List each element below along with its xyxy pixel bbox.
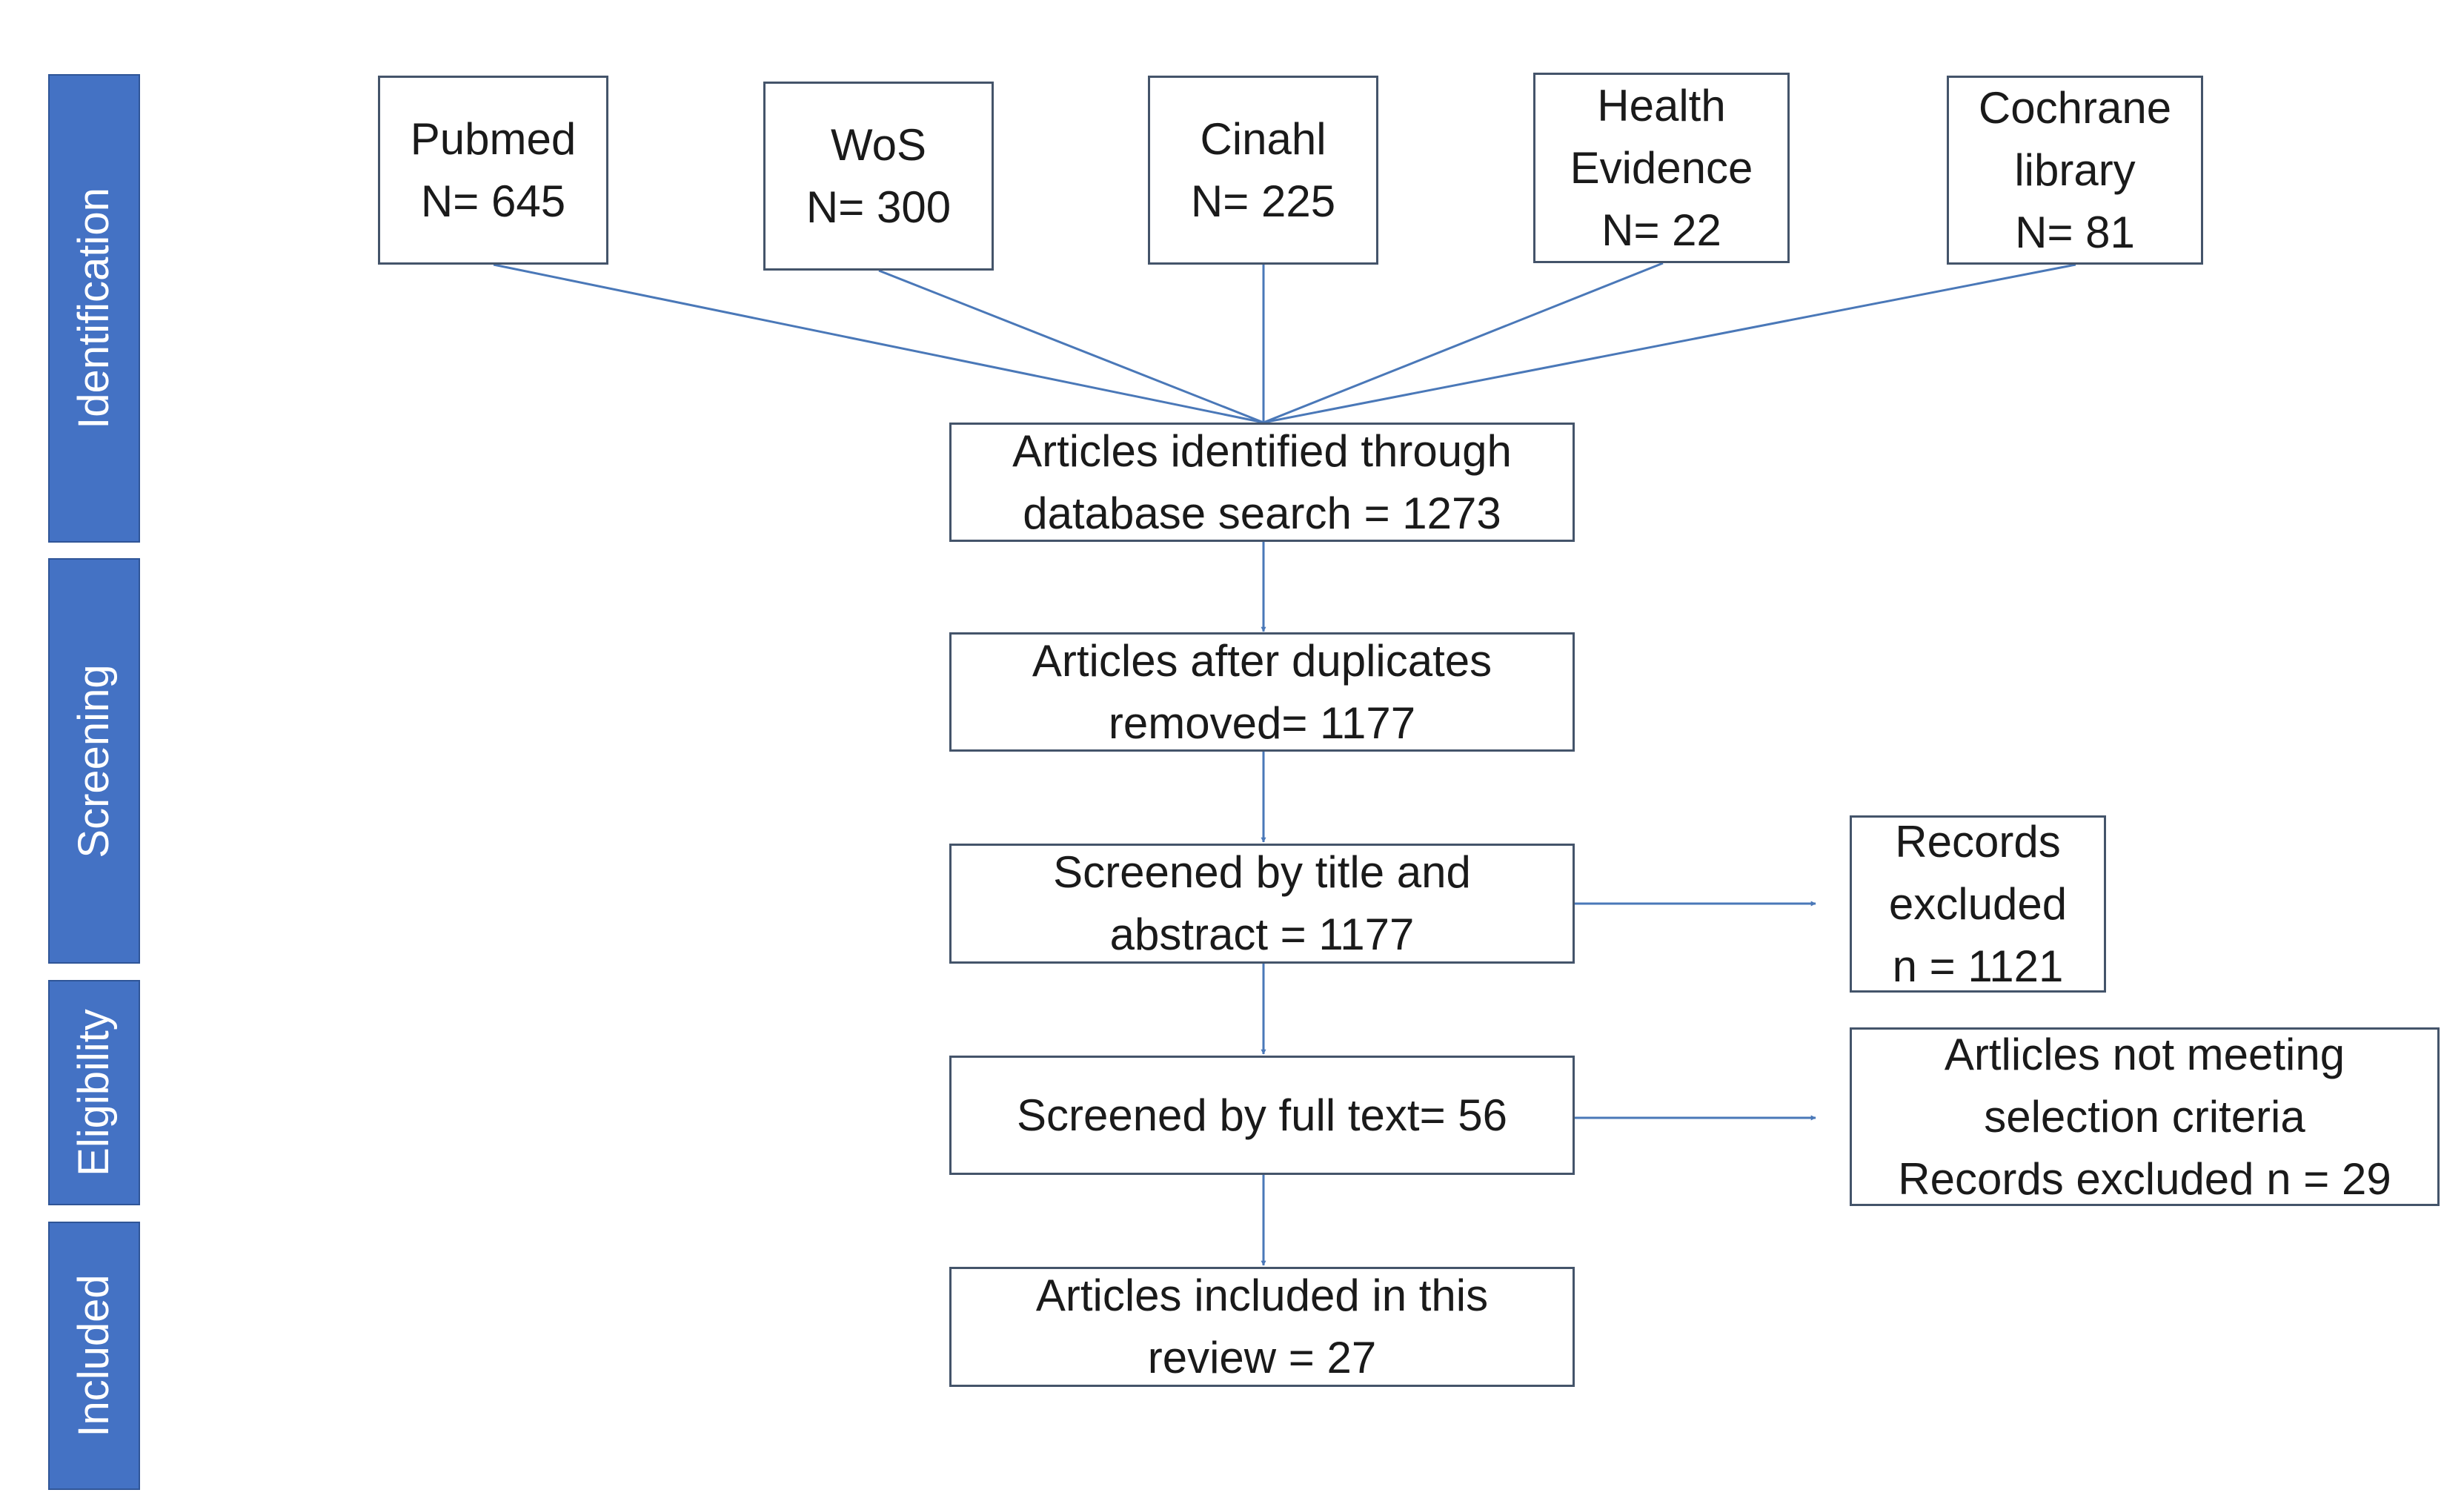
box-identified: Articles identified through database sea… (949, 423, 1575, 542)
box-full-text-line1: Screened by full text= 56 (1016, 1090, 1508, 1140)
box-not-meeting-criteria-line2: selection criteria (1984, 1091, 2305, 1142)
box-not-meeting-criteria: Artlicles not meeting selection criteria… (1850, 1027, 2440, 1206)
connector-wos (878, 269, 1264, 424)
phase-included: Included (48, 1222, 140, 1490)
box-records-excluded-line2: excluded (1888, 878, 2068, 929)
box-identified-line1: Articles identified through (1012, 425, 1512, 476)
source-cochrane-count: N= 81 (2015, 207, 2135, 257)
source-cinahl-count: N= 225 (1190, 176, 1336, 226)
source-cochrane: Cochrane library N= 81 (1947, 76, 2203, 265)
phase-screening: Screening (48, 558, 140, 964)
source-cinahl-name: Cinahl (1200, 113, 1326, 164)
box-not-meeting-criteria-line1: Artlicles not meeting (1944, 1029, 2345, 1079)
box-deduplicated-line1: Articles after duplicates (1032, 635, 1492, 686)
source-pubmed-count: N= 645 (420, 176, 566, 226)
source-wos-count: N= 300 (806, 182, 952, 232)
box-identified-line2: database search = 1273 (1023, 488, 1501, 538)
connector-pubmed (493, 263, 1264, 424)
source-cochrane-name-line1: Cochrane (1978, 82, 2172, 133)
box-included: Articles included in this review = 27 (949, 1267, 1575, 1387)
box-not-meeting-criteria-line3: Records excluded n = 29 (1898, 1153, 2391, 1204)
box-deduplicated: Articles after duplicates removed= 1177 (949, 632, 1575, 752)
box-records-excluded-line3: n = 1121 (1892, 941, 2064, 991)
source-health-evidence-name-line1: Health (1597, 80, 1726, 130)
connector-cochrane (1263, 263, 2076, 424)
phase-eligibility: Eligibility (48, 980, 140, 1205)
source-pubmed: Pubmed N= 645 (378, 76, 608, 265)
source-pubmed-name: Pubmed (410, 113, 577, 164)
phase-identification: Identification (48, 74, 140, 543)
source-health-evidence: Health Evidence N= 22 (1533, 73, 1790, 263)
phase-eligibility-label: Eligibility (70, 1009, 118, 1176)
box-included-line2: review = 27 (1147, 1333, 1377, 1382)
source-cinahl: Cinahl N= 225 (1148, 76, 1378, 265)
source-wos-name: WoS (831, 119, 926, 170)
source-cochrane-name-line2: library (2014, 145, 2136, 195)
box-included-line1: Articles included in this (1035, 1271, 1489, 1320)
box-records-excluded-line1: Records (1895, 816, 2061, 867)
box-title-abstract-line2: abstract = 1177 (1109, 910, 1415, 959)
box-full-text: Screened by full text= 56 (949, 1056, 1575, 1175)
box-deduplicated-line2: removed= 1177 (1108, 698, 1416, 748)
source-health-evidence-name-line2: Evidence (1570, 142, 1753, 193)
phase-included-label: Included (70, 1274, 118, 1437)
box-records-excluded: Records excluded n = 1121 (1850, 815, 2106, 993)
connector-health-evidence (1263, 262, 1664, 424)
phase-identification-label: Identification (70, 188, 118, 429)
phase-screening-label: Screening (70, 663, 118, 858)
box-title-abstract-line1: Screened by title and (1053, 847, 1471, 897)
box-title-abstract: Screened by title and abstract = 1177 (949, 844, 1575, 964)
source-wos: WoS N= 300 (763, 82, 994, 271)
source-health-evidence-count: N= 22 (1601, 205, 1721, 255)
